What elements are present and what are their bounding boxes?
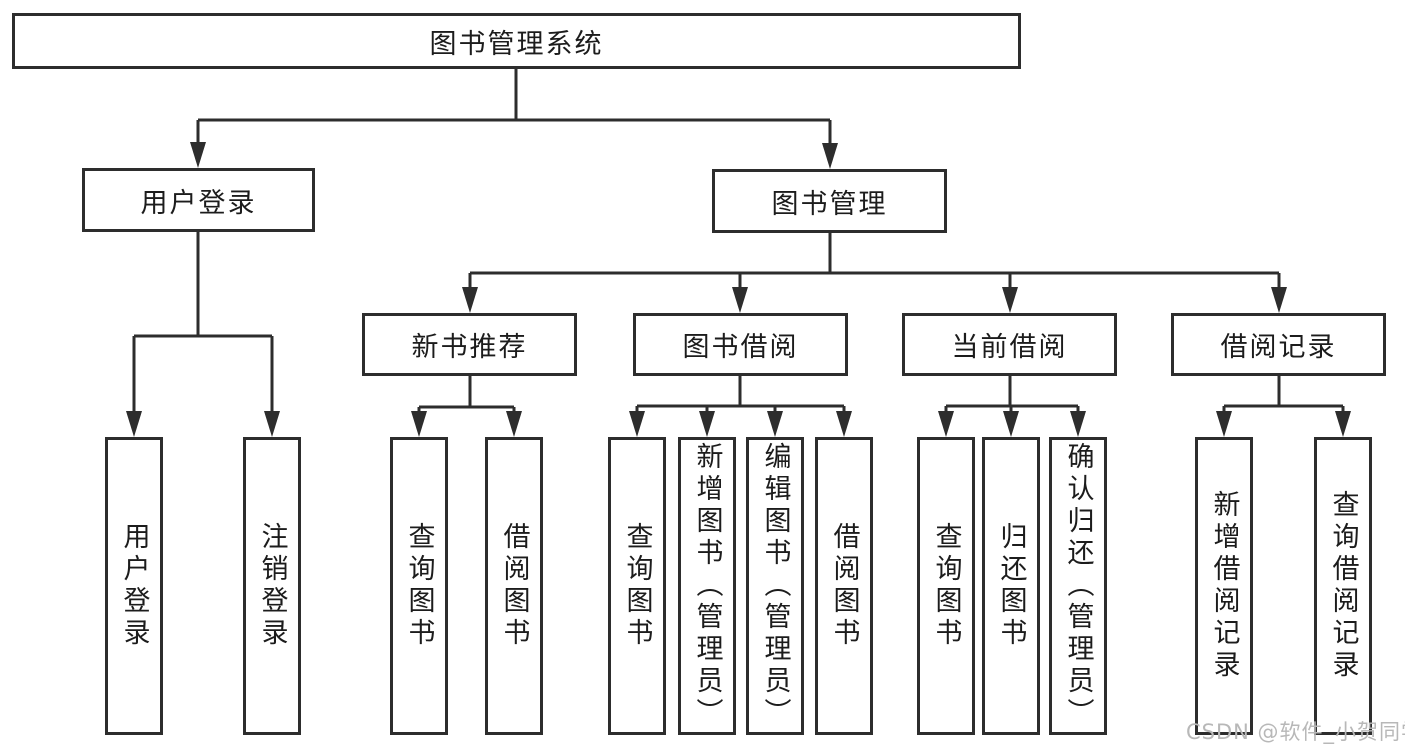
leaf-add-borrow-record: 新增借阅记录 [1195,437,1253,735]
node-current-borrowing: 当前借阅 [902,313,1117,376]
leaf-query-books: 查询图书 [390,437,448,735]
node-borrowing-records: 借阅记录 [1171,313,1386,376]
leaf-user-login: 用户登录 [105,437,163,735]
node-new-book-recommendation: 新书推荐 [362,313,577,376]
csdn-watermark: CSDN @软件_小贺同学 [1186,720,1405,744]
leaf-query-borrow-record: 查询借阅记录 [1314,437,1372,735]
leaf-add-books-admin: 新增图书（管理员） [678,437,736,735]
arrowheads [126,142,1351,437]
node-book-borrowing: 图书借阅 [633,313,848,376]
leaf-query-books-2: 查询图书 [608,437,666,735]
node-library-system: 图书管理系统 [12,13,1021,69]
leaf-borrow-books: 借阅图书 [485,437,543,735]
node-book-management: 图书管理 [712,169,947,233]
node-user-login: 用户登录 [82,168,315,232]
leaf-edit-books-admin: 编辑图书（管理员） [746,437,804,735]
leaf-query-books-3: 查询图书 [917,437,975,735]
leaf-return-books: 归还图书 [982,437,1040,735]
leaf-borrow-books-2: 借阅图书 [815,437,873,735]
leaf-confirm-return-admin: 确认归还（管理员） [1049,437,1107,735]
leaf-logout: 注销登录 [243,437,301,735]
